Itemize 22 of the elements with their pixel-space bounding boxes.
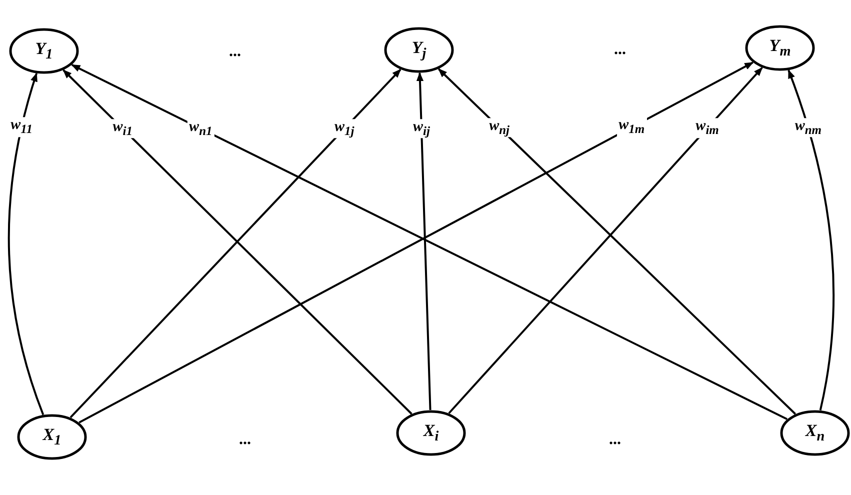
ellipsis-label: ...	[614, 41, 626, 59]
edge-label: w$_{n1}$	[187, 118, 214, 138]
edge-label: w$_{nm}$	[792, 118, 824, 138]
edge-label: w$_{1m}$	[616, 117, 647, 138]
neuron-ellipse: X$_{i}$	[396, 410, 466, 456]
arrow	[8, 72, 44, 416]
neuron-ellipse: X$_{1}$	[17, 414, 87, 460]
edge-label: w$_{im}$	[694, 118, 721, 138]
arrow	[416, 72, 432, 410]
edge-label: w$_{ij}$	[410, 118, 432, 138]
ellipsis-label: ...	[229, 43, 241, 61]
neuron-ellipse: Y$_{1}$	[9, 28, 79, 74]
neuron-ellipse: Y$_{j}$	[384, 27, 454, 73]
edge-label: w$_{11}$	[8, 117, 34, 138]
arrow	[788, 69, 835, 410]
ellipsis-label: ...	[239, 431, 251, 449]
edge-label: w$_{i1}$	[110, 118, 134, 138]
edge-label: w$_{1j}$	[332, 118, 356, 139]
neuron-ellipse: X$_{n}$	[780, 410, 850, 456]
edge-label: w$_{nj}$	[487, 118, 512, 138]
ellipsis-label: ...	[609, 431, 621, 449]
neuron-ellipse: Y$_{m}$	[745, 25, 815, 71]
